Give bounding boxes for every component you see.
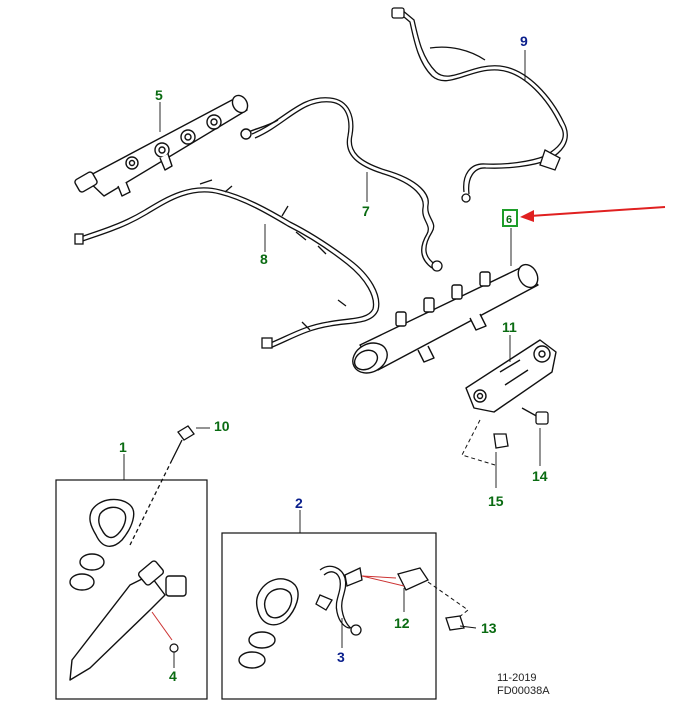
pointer-arrow-line bbox=[529, 206, 666, 217]
callout-6: 6 bbox=[506, 214, 512, 226]
fuel-pipe-7 bbox=[251, 97, 443, 272]
highlight-box bbox=[502, 209, 518, 227]
callout-9: 9 bbox=[520, 33, 528, 49]
seal-kit-2 bbox=[238, 578, 299, 669]
callout-2: 2 bbox=[295, 495, 303, 511]
callout-11: 11 bbox=[502, 319, 517, 335]
leader-dashed-13 bbox=[427, 581, 469, 619]
bracket-11 bbox=[465, 339, 557, 413]
injector-kit-box-1 bbox=[55, 479, 208, 700]
bolt-14 bbox=[521, 407, 549, 425]
callout-12: 12 bbox=[394, 615, 410, 631]
leader-lines bbox=[123, 50, 541, 668]
return-kit-box-2 bbox=[221, 532, 437, 700]
callout-8: 8 bbox=[260, 251, 268, 267]
callout-10: 10 bbox=[214, 418, 230, 434]
footer-date: 11-2019 bbox=[497, 672, 537, 684]
callout-14: 14 bbox=[532, 468, 548, 484]
callout-1: 1 bbox=[119, 439, 127, 455]
fuel-rail-6 bbox=[352, 263, 539, 374]
screw-4 bbox=[169, 643, 179, 653]
harness-8 bbox=[74, 179, 380, 349]
bolt-10 bbox=[129, 425, 195, 546]
return-pipe-3 bbox=[315, 565, 363, 636]
injector-1 bbox=[69, 498, 187, 681]
fuel-return-pipe-9 bbox=[391, 7, 568, 203]
pointer-arrowhead bbox=[520, 210, 534, 222]
callout-4: 4 bbox=[169, 668, 177, 684]
callout-5: 5 bbox=[155, 87, 163, 103]
nut-15 bbox=[493, 433, 509, 449]
callout-13: 13 bbox=[481, 620, 497, 636]
callout-7: 7 bbox=[362, 203, 370, 219]
leader-red-2 bbox=[361, 575, 405, 587]
fuel-rail-upper bbox=[74, 94, 279, 197]
leader-red-1 bbox=[151, 611, 173, 641]
callout-15: 15 bbox=[488, 493, 504, 509]
clip-12 bbox=[397, 567, 429, 591]
callout-3: 3 bbox=[337, 649, 345, 665]
nut-13 bbox=[445, 615, 465, 631]
footer-code: FD00038A bbox=[497, 685, 550, 697]
